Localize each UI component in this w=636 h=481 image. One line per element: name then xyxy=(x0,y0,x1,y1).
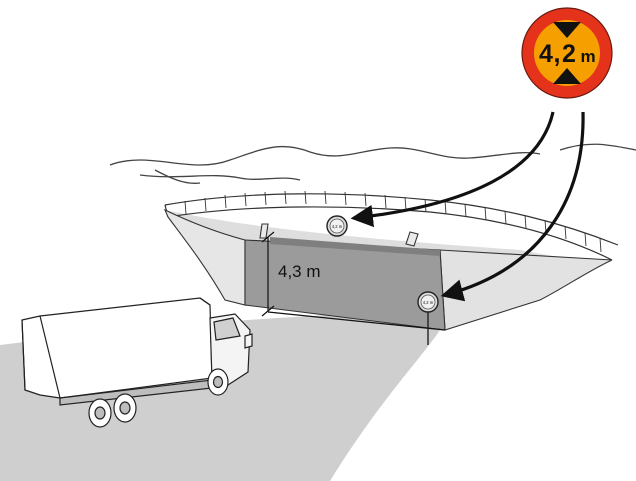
tunnel-clearance-block xyxy=(244,237,446,331)
tunnel-left-wall xyxy=(163,208,246,306)
pointer-arrows xyxy=(350,111,585,302)
arrow-to-roadside-sign xyxy=(440,111,585,302)
small-sign-top-text: 4,2 m xyxy=(332,224,343,229)
small-sign-roadside-text: 4,2 m xyxy=(423,300,434,305)
clearance-label: 4,3 m xyxy=(278,262,321,281)
tunnel-parapet xyxy=(164,190,619,261)
sign-decimal-separator: , xyxy=(554,40,561,68)
background-hills xyxy=(109,143,636,184)
tunnel-right-wall xyxy=(439,249,613,331)
arrow-to-tunnel-sign xyxy=(350,111,555,228)
sign-unit: m xyxy=(580,47,595,66)
ceiling-brackets xyxy=(259,223,419,247)
truck xyxy=(21,297,253,428)
roadside-height-sign: 4,2 m xyxy=(417,291,439,345)
sign-digit-left: 4 xyxy=(539,40,553,68)
clearance-dimension xyxy=(261,231,446,331)
sign-digit-right: 2 xyxy=(562,40,576,68)
height-limit-sign-icon: 4 , 2 m xyxy=(521,7,613,99)
small-height-sign-top: 4,2 m xyxy=(326,215,348,237)
